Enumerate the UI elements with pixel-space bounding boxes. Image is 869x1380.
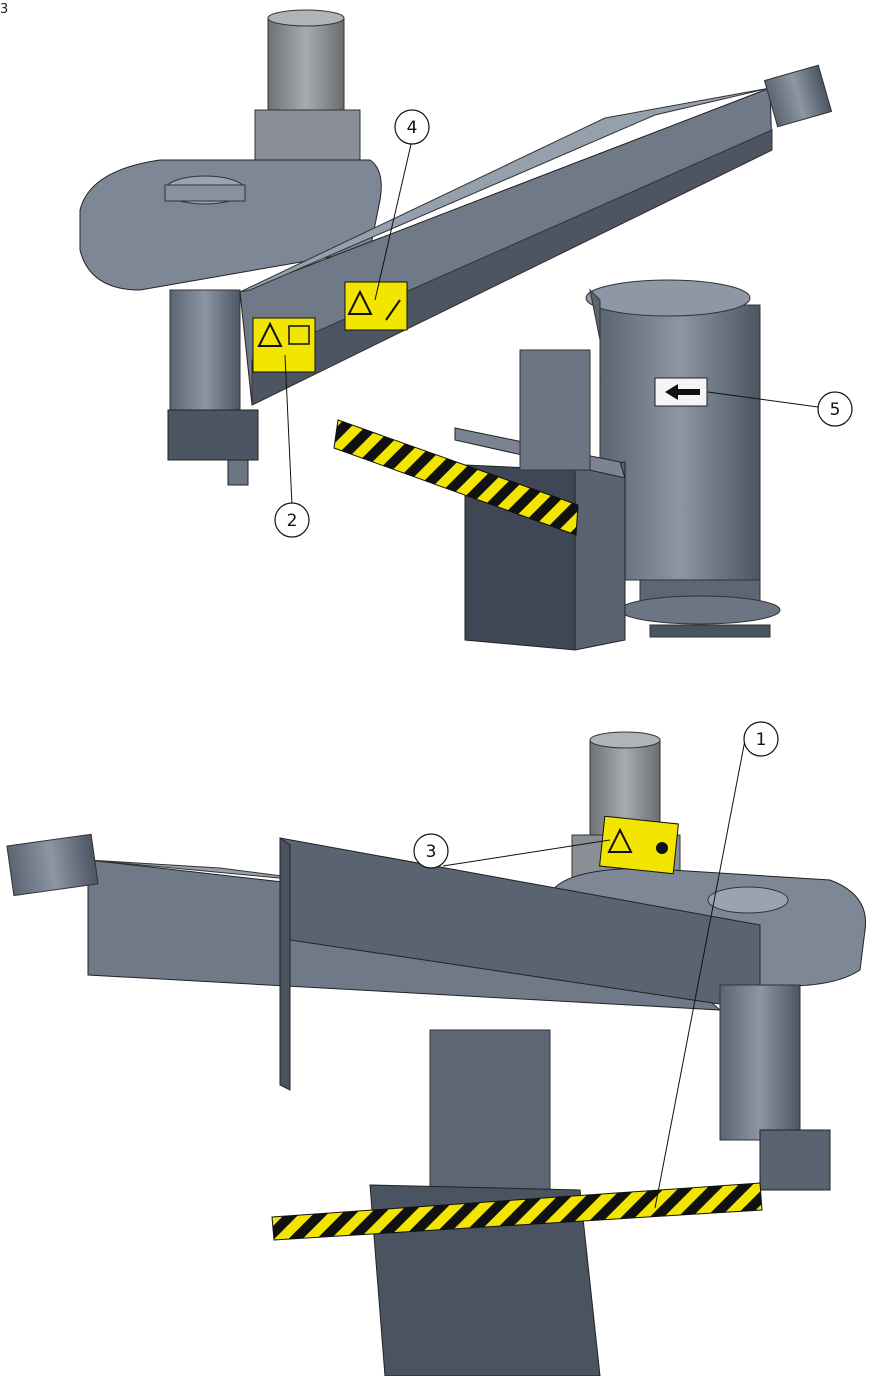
svg-text:4: 4: [407, 118, 418, 138]
top-motor: [254, 9, 361, 173]
hazard-stripe-bottom: [271, 1182, 763, 1241]
right-motor: [585, 279, 781, 638]
svg-text:5: 5: [830, 400, 841, 420]
bottom-view: [6, 731, 867, 1377]
hazard-stripe-top: [333, 419, 579, 536]
wrench-icon: [385, 299, 401, 321]
page-number: 3: [0, 2, 9, 17]
direction-label-5: [654, 377, 708, 407]
lower-guard-box: [454, 349, 626, 651]
svg-text:3: 3: [426, 842, 437, 862]
callout-4: 4: [394, 109, 430, 145]
svg-text:1: 1: [756, 730, 767, 750]
manual-book-icon: [288, 325, 310, 345]
callout-3: 3: [413, 833, 449, 869]
warning-label-2: [252, 317, 316, 373]
svg-text:2: 2: [287, 511, 298, 531]
warning-triangle-icon: [607, 827, 633, 853]
callout-2: 2: [274, 502, 310, 538]
warning-label-3: [599, 815, 679, 875]
callout-1: 1: [743, 721, 779, 757]
warning-triangle-icon: [257, 321, 283, 347]
warning-label-4: [344, 281, 408, 331]
arrow-left-icon: [665, 384, 700, 400]
warning-triangle-icon: [347, 289, 373, 315]
person-icon: [656, 842, 668, 854]
callout-5: 5: [817, 391, 853, 427]
top-view: [79, 9, 833, 651]
